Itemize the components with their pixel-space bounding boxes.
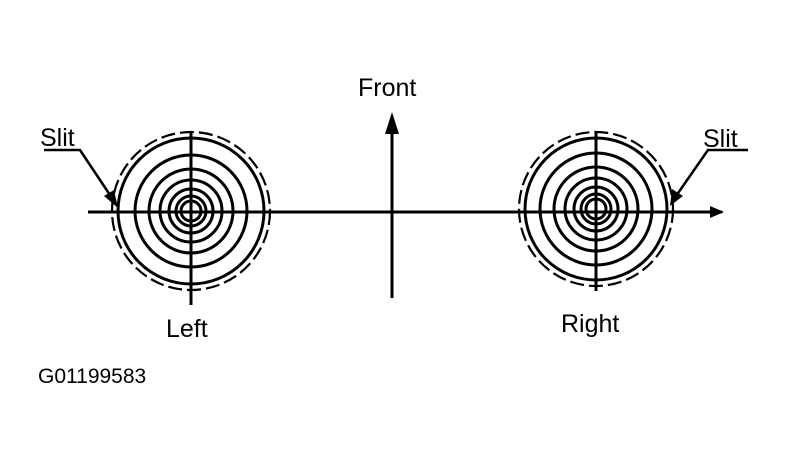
arrow-up-icon [385, 112, 399, 134]
right-spring [517, 130, 675, 291]
slit-label-right: Slit [703, 125, 738, 153]
right-slit-pointer [670, 148, 748, 206]
right-label: Right [561, 310, 619, 338]
slit-label-left: Slit [40, 124, 75, 152]
right-slit-arrowhead [670, 189, 683, 206]
left-slit-pointer [44, 148, 118, 208]
left-spring [110, 130, 272, 305]
left-slit-arrowhead [104, 190, 118, 208]
figure-code: G01199583 [38, 365, 146, 388]
axis-right-arrowhead [710, 206, 724, 218]
arrow-pointer-icon [674, 148, 748, 197]
front-label: Front [358, 74, 416, 102]
left-label: Left [166, 315, 208, 343]
arrow-pointer-icon [44, 148, 114, 199]
